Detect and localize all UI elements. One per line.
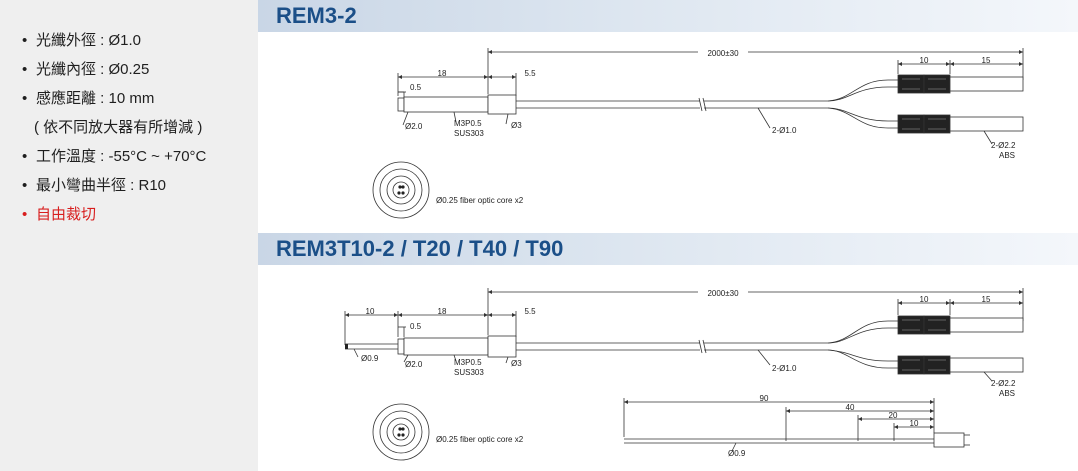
section-header-rem3t10: REM3T10-2 / T20 / T40 / T90 [258,233,1078,265]
label-d2: Ø2.0 [402,111,423,131]
svg-text:Ø0.25 fiber optic core x2: Ø0.25 fiber optic core x2 [436,196,524,205]
dim-18: 18 [397,307,488,337]
spec-item: •感應距離 : 10 mm [22,90,155,107]
svg-text:18: 18 [438,69,447,78]
svg-text:2-Ø2.2: 2-Ø2.2 [991,141,1016,150]
probe-body [345,335,828,358]
svg-text:15: 15 [982,295,991,304]
svg-text:Ø0.25 fiber optic core x2: Ø0.25 fiber optic core x2 [436,435,524,444]
svg-text:Ø3: Ø3 [511,121,522,130]
spec-list: •光纖外徑 : Ø1.0 •光纖內徑 : Ø0.25 •感應距離 : 10 mm… [22,30,206,233]
svg-text:Ø0.9: Ø0.9 [361,354,379,363]
svg-text:2-Ø2.2: 2-Ø2.2 [991,379,1016,388]
dim-10-15: 10 15 [897,295,1023,315]
connector-bottom [897,355,1024,375]
spec-note: ( 依不同放大器有所增減 ) [34,119,203,136]
svg-text:SUS303: SUS303 [454,368,484,377]
svg-text:2000±30: 2000±30 [707,289,739,298]
spec-item: •光纖內徑 : Ø0.25 [22,61,150,78]
branch-cables [827,79,898,129]
svg-text:M3P0.5: M3P0.5 [454,119,482,128]
dim-5-5: 5.5 [488,307,536,337]
svg-text:ABS: ABS [999,151,1015,160]
spec-item-highlight: •自由裁切 [22,206,97,223]
label-d22: 2-Ø2.2 ABS [983,371,1016,398]
dim-10-15: 10 15 [897,56,1023,74]
svg-text:10: 10 [910,419,919,428]
cross-section: Ø0.25 fiber optic core x2 [372,161,524,219]
svg-text:20: 20 [889,411,898,420]
svg-text:Ø2.0: Ø2.0 [405,360,423,369]
svg-text:2000±30: 2000±30 [707,49,739,58]
rem3-2-technical-drawing: 2000±30 18 5.5 0.5 [372,46,1024,219]
label-d09: Ø0.9 [353,348,379,363]
dim-5-5: 5.5 [488,69,536,96]
section-header-rem3-2: REM3-2 [258,0,1078,32]
rem3t-technical-drawing: 2000±30 10 18 5.5 0.5 [344,286,1024,461]
svg-text:18: 18 [438,307,447,316]
svg-text:10: 10 [920,295,929,304]
section-title: REM3T10-2 / T20 / T40 / T90 [276,236,564,261]
label-d22: 2-Ø2.2 ABS [983,130,1016,160]
label-thread: M3P0.5 SUS303 [453,111,484,138]
svg-text:10: 10 [366,307,375,316]
section-title: REM3-2 [276,3,357,28]
svg-text:0.5: 0.5 [410,322,422,331]
svg-text:M3P0.5: M3P0.5 [454,358,482,367]
svg-text:ABS: ABS [999,389,1015,398]
cross-section: Ø0.25 fiber optic core x2 [372,403,524,461]
dim-0-5: 0.5 [398,322,422,337]
svg-text:40: 40 [846,403,855,412]
spec-item: •最小彎曲半徑 : R10 [22,177,167,194]
svg-text:5.5: 5.5 [524,69,536,78]
label-d3: Ø3 [505,356,522,368]
svg-text:0.5: 0.5 [410,83,422,92]
svg-text:2-Ø1.0: 2-Ø1.0 [772,364,797,373]
svg-text:Ø3: Ø3 [511,359,522,368]
tube-detail: 90 40 20 10 Ø0.9 [623,394,970,458]
spec-item: •光纖外徑 : Ø1.0 [22,32,142,49]
label-d1: 2-Ø1.0 [757,107,797,135]
svg-text:15: 15 [982,56,991,65]
label-thread: M3P0.5 SUS303 [453,354,484,377]
probe-body [397,94,828,115]
svg-text:Ø2.0: Ø2.0 [405,122,423,131]
dim-0-5: 0.5 [398,83,422,98]
svg-text:2-Ø1.0: 2-Ø1.0 [772,126,797,135]
label-d2: Ø2.0 [403,354,423,369]
connector-top [897,74,1024,94]
spec-item: •工作溫度 : -55°C ~ +70°C [22,148,207,165]
branch-cables [827,320,898,369]
dim-total: 2000±30 [487,286,1024,335]
label-d3: Ø3 [505,113,522,130]
connector-top [897,315,1024,335]
svg-text:90: 90 [760,394,769,403]
svg-text:Ø0.9: Ø0.9 [728,449,746,458]
svg-text:10: 10 [920,56,929,65]
svg-text:SUS303: SUS303 [454,129,484,138]
connector-bottom [897,114,1024,134]
spec-panel: •光纖外徑 : Ø1.0 •光纖內徑 : Ø0.25 •感應距離 : 10 mm… [0,0,258,471]
dim-10-tip: 10 [344,307,398,345]
dim-total: 2000±30 [487,46,1024,94]
svg-text:5.5: 5.5 [524,307,536,316]
label-d1: 2-Ø1.0 [757,349,797,373]
